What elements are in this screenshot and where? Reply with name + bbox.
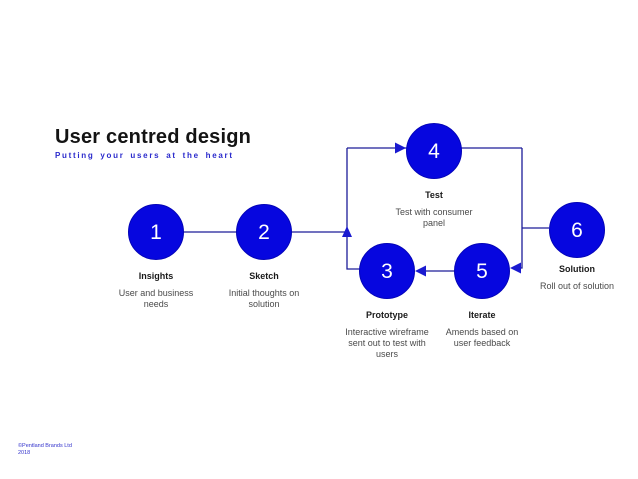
node-number-6: 6 — [571, 218, 583, 242]
page-title: User centred design — [55, 126, 252, 148]
node-prototype: 3 Prototype Interactive wireframe sent o… — [317, 243, 457, 360]
node-circle-1: 1 — [128, 204, 184, 260]
node-description-sketch: Initial thoughts on solution — [228, 288, 300, 309]
arrow-up-to-4 — [342, 226, 352, 237]
copyright-notice: ©Pentland Brands Ltd 2018 — [18, 443, 72, 456]
node-test: 4 Test Test with consumer panel — [364, 123, 504, 229]
node-solution: 6 Solution Roll out of solution — [507, 202, 638, 292]
arrow-left-into-5 — [510, 262, 521, 274]
node-label-insights: Insights — [138, 271, 174, 281]
node-insights: 1 Insights User and business needs — [86, 204, 226, 310]
node-circle-3: 3 — [359, 243, 415, 299]
arrow-left-into-3 — [415, 265, 426, 277]
connector-loop-left — [346, 148, 360, 270]
page-subtitle: Putting your users at the heart — [55, 151, 234, 160]
node-label-test: Test — [425, 190, 443, 200]
node-sketch: 2 Sketch Initial thoughts on solution — [194, 204, 334, 310]
node-number-2: 2 — [258, 220, 270, 244]
node-circle-6: 6 — [549, 202, 605, 258]
arrow-right-into-4 — [395, 142, 406, 154]
node-circle-2: 2 — [236, 204, 292, 260]
node-description-test: Test with consumer panel — [395, 207, 473, 228]
node-label-sketch: Sketch — [249, 271, 279, 281]
node-number-1: 1 — [150, 220, 162, 244]
node-description-solution: Roll out of solution — [539, 281, 615, 291]
node-circle-5: 5 — [454, 243, 510, 299]
node-description-prototype: Interactive wireframe sent out to test w… — [345, 327, 429, 359]
node-iterate: 5 Iterate Amends based on user feedback — [412, 243, 552, 349]
node-description-iterate: Amends based on user feedback — [445, 327, 519, 348]
node-number-5: 5 — [476, 259, 488, 283]
node-number-4: 4 — [428, 139, 440, 163]
node-label-prototype: Prototype — [365, 310, 408, 320]
node-label-iterate: Iterate — [468, 310, 496, 320]
node-description-insights: User and business needs — [118, 288, 194, 309]
node-label-solution: Solution — [559, 264, 595, 274]
node-number-3: 3 — [381, 259, 393, 283]
node-circle-4: 4 — [406, 123, 462, 179]
